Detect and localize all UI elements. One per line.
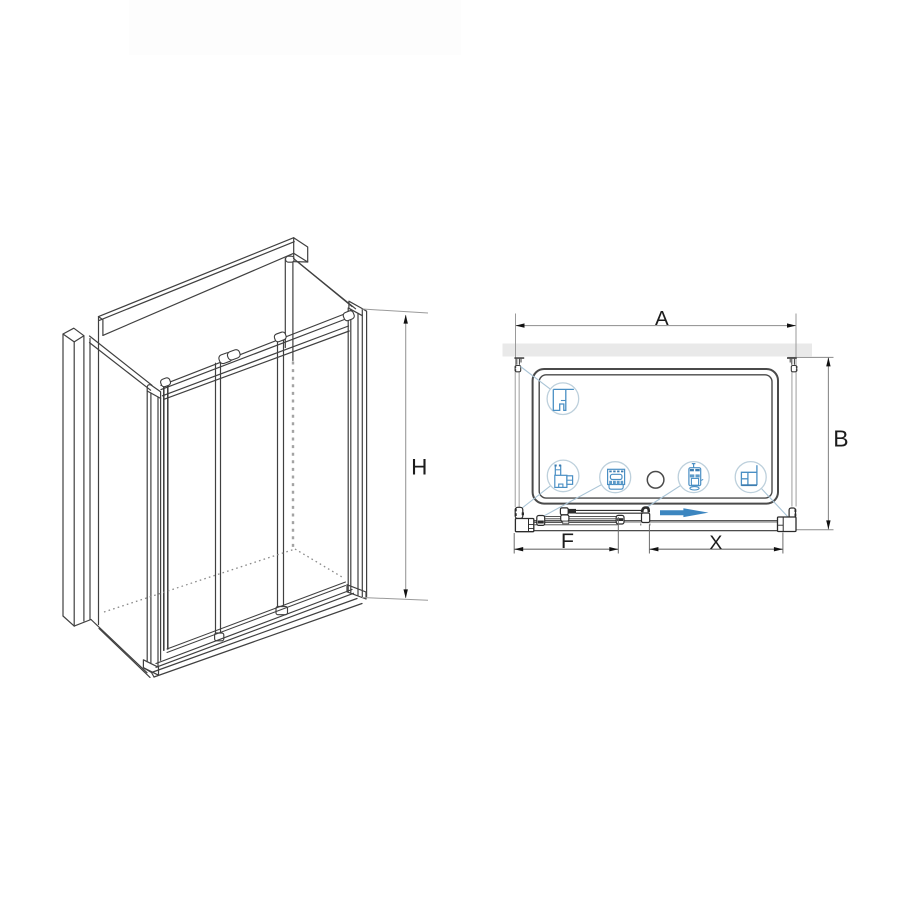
svg-text:B: B xyxy=(833,425,848,451)
svg-text:A: A xyxy=(655,307,669,330)
svg-text:X: X xyxy=(709,532,722,554)
svg-text:F: F xyxy=(561,529,574,553)
svg-text:H: H xyxy=(411,455,427,480)
